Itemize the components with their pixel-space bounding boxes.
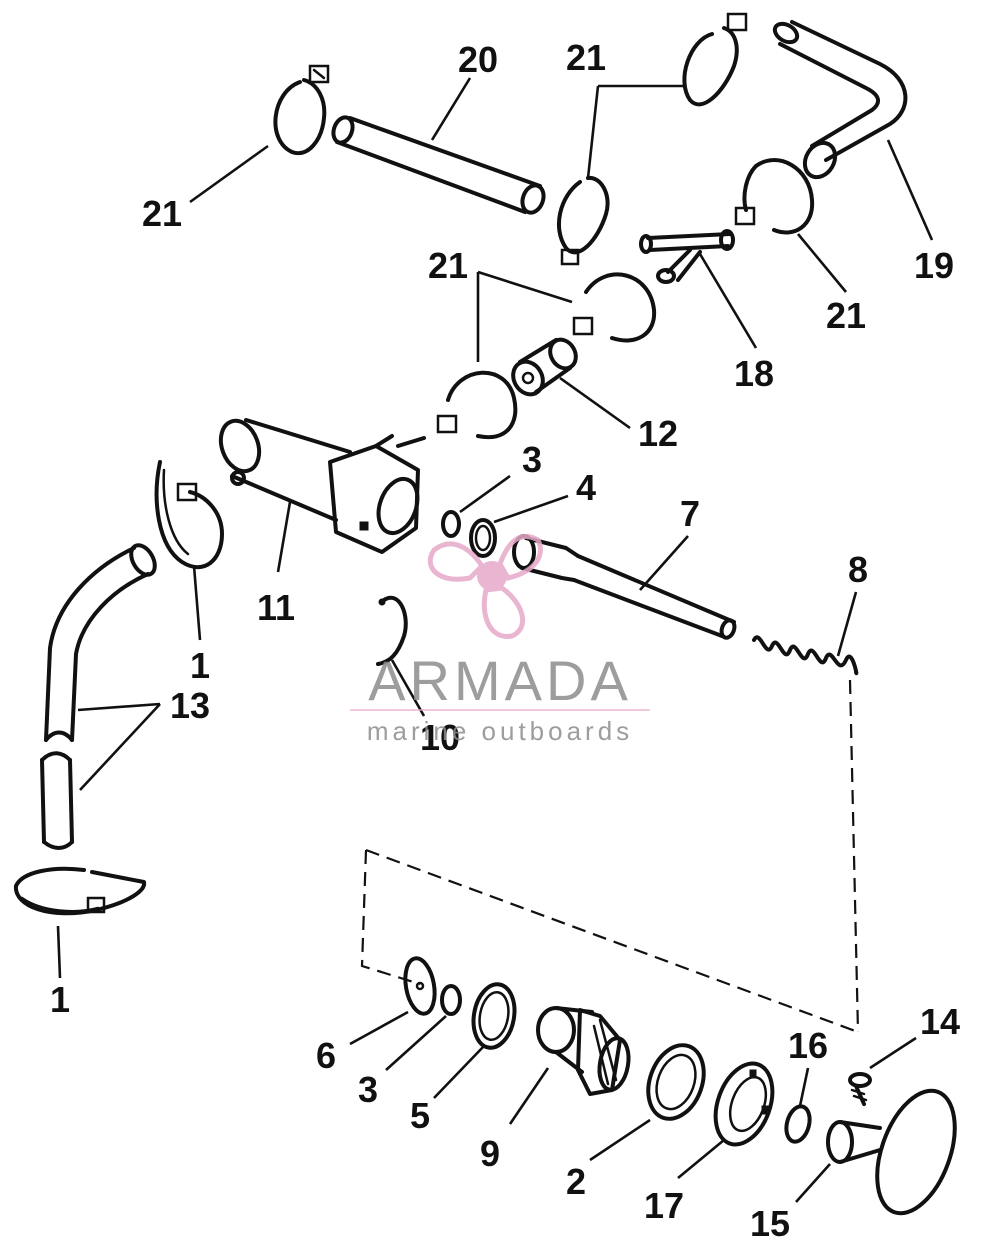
leader-12 — [559, 376, 631, 430]
leader-6 — [349, 1010, 409, 1046]
leader-9 — [508, 1067, 550, 1125]
screw-14 — [848, 1072, 872, 1106]
callout-21-right: 21 — [826, 295, 866, 336]
ring-2 — [646, 1043, 706, 1121]
callout-10: 10 — [420, 717, 460, 758]
leader-19 — [886, 139, 934, 241]
callout-6: 6 — [316, 1035, 336, 1076]
hose-13-lower — [40, 751, 74, 850]
o-ring-16 — [784, 1104, 812, 1144]
leader-13 — [77, 702, 161, 791]
hose-20 — [331, 115, 546, 215]
leader-21-middle — [476, 270, 573, 362]
callout-3-lower: 3 — [358, 1069, 378, 1110]
leader-5 — [433, 1045, 485, 1099]
callout-3-upper: 3 — [522, 439, 542, 480]
hose-clamp-21-middle-upper — [572, 272, 657, 343]
leader-17 — [677, 1138, 725, 1180]
callout-18: 18 — [734, 353, 774, 394]
leader-3-lower — [385, 1015, 447, 1071]
leader-20 — [430, 77, 472, 141]
watermark-brand: ARMADA — [368, 649, 632, 712]
hose-clamp-21-middle-lower — [436, 370, 518, 440]
callout-1-upper: 1 — [190, 645, 210, 686]
callout-14: 14 — [920, 1001, 960, 1042]
hose-clamp-21-top-left — [273, 64, 330, 156]
hose-13-upper — [44, 543, 157, 742]
leader-1-lower — [56, 925, 62, 979]
o-ring-3-lower — [440, 984, 462, 1016]
hose-clamp-1-upper — [154, 460, 224, 570]
leader-4 — [493, 494, 569, 524]
retaining-clip-10 — [376, 595, 408, 666]
o-ring-4 — [469, 518, 497, 558]
leader-2 — [589, 1118, 651, 1162]
washer-6 — [403, 956, 437, 1016]
callout-17: 17 — [644, 1185, 684, 1226]
leader-3-upper — [459, 474, 511, 514]
callout-2: 2 — [566, 1161, 586, 1202]
leader-7 — [639, 535, 689, 591]
hose-19-elbow — [772, 20, 908, 180]
seal-ring-5 — [471, 982, 517, 1050]
pump-body-11 — [218, 418, 426, 554]
leader-8 — [836, 591, 858, 657]
leader-14 — [869, 1036, 917, 1070]
leader-1-upper — [192, 565, 202, 641]
callout-4: 4 — [576, 467, 596, 508]
leader-18 — [698, 253, 758, 349]
callout-16: 16 — [788, 1025, 828, 1066]
callout-9: 9 — [480, 1133, 500, 1174]
watermark-tagline: marine outboards — [367, 716, 633, 746]
leader-16 — [798, 1067, 810, 1107]
assembly-dashed-line — [360, 679, 860, 1034]
callout-8: 8 — [848, 549, 868, 590]
callout-21-middle: 21 — [428, 245, 468, 286]
leader-21-right — [796, 233, 848, 293]
callout-19: 19 — [914, 245, 954, 286]
callout-12: 12 — [638, 413, 678, 454]
tee-fitting-18 — [639, 229, 735, 284]
hose-coupler-12 — [511, 337, 578, 397]
callout-11: 11 — [257, 587, 295, 628]
leader-10 — [390, 659, 426, 717]
callout-7: 7 — [680, 493, 700, 534]
valve-body-9 — [536, 1006, 631, 1096]
hose-clamp-21-top-middle-lower — [557, 175, 610, 266]
hose-clamp-21-right — [734, 158, 815, 235]
leader-21-top-middle — [586, 84, 684, 179]
knob-15 — [826, 1088, 957, 1216]
spring-8 — [752, 635, 859, 676]
armada-watermark: ARMADA marine outboards — [350, 533, 650, 746]
nut-17 — [713, 1061, 775, 1147]
piston-rod-7 — [512, 534, 737, 640]
leader-11 — [276, 501, 292, 573]
callout-21-top-left: 21 — [142, 193, 182, 234]
callout-13: 13 — [170, 685, 210, 726]
hose-clamp-1-lower — [13, 866, 147, 916]
propeller-logo-icon — [427, 533, 543, 639]
callout-15: 15 — [750, 1203, 790, 1244]
leader-15 — [795, 1163, 831, 1203]
leader-21-top-left — [189, 144, 269, 204]
callout-21-top-middle: 21 — [566, 37, 606, 78]
o-ring-3-upper — [441, 510, 461, 538]
callout-20: 20 — [458, 39, 498, 80]
callout-1-lower: 1 — [50, 979, 70, 1020]
callout-5: 5 — [410, 1095, 430, 1136]
hose-clamp-21-top-middle-upper — [682, 12, 748, 107]
